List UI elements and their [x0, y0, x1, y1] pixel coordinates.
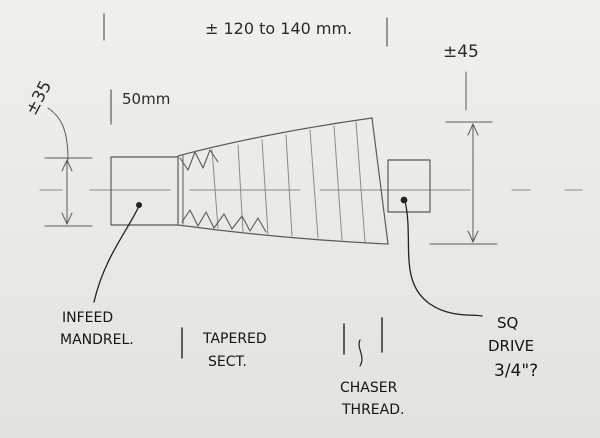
mandrel-length-label: 50mm — [122, 90, 170, 108]
drive-dot — [400, 196, 408, 204]
section-ticks — [181, 317, 383, 359]
drive-leader — [404, 200, 483, 317]
mandrel-dot — [136, 202, 142, 208]
infeed-leader — [93, 205, 140, 303]
drive-label-line3: 3/4"? — [494, 361, 538, 381]
left-diameter-dimension — [44, 107, 93, 227]
left-diameter-label: ±35 — [22, 77, 57, 118]
thread-bottom-zigzag — [181, 209, 267, 233]
chaser-label-line1: CHASER — [340, 380, 398, 396]
right-diameter-label: ±45 — [443, 42, 479, 62]
infeed-label-line1: INFEED — [62, 310, 113, 326]
overall-length-label: ± 120 to 140 mm. — [205, 19, 352, 38]
top-dimension-ticks — [103, 13, 388, 47]
square-drive-shape — [387, 159, 431, 213]
tapered-section-shape — [177, 117, 389, 245]
drive-label-line2: DRIVE — [488, 337, 534, 355]
drive-label-line1: SQ — [497, 314, 518, 332]
tapered-label-line2: SECT. — [208, 354, 247, 370]
tapered-label-line1: TAPERED — [202, 331, 267, 347]
right-diameter-dimension — [429, 71, 498, 245]
infeed-mandrel-shape — [110, 156, 179, 226]
chaser-label-line2: THREAD. — [341, 402, 404, 418]
chaser-leader — [358, 339, 363, 367]
thread-top-zigzag — [179, 149, 219, 171]
infeed-label-line2: MANDREL. — [60, 332, 134, 348]
